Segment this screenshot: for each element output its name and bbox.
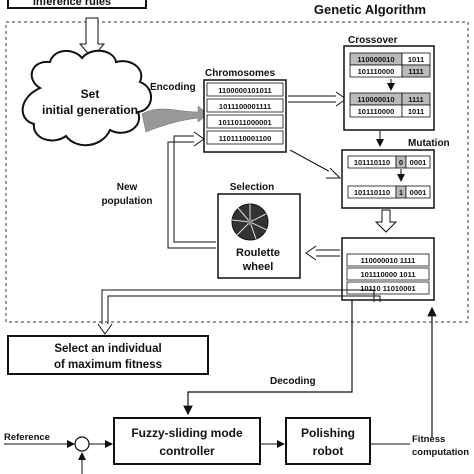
arrow-to-mutation xyxy=(289,149,342,179)
robot-line2: robot xyxy=(313,444,344,458)
mutation-before-bit: 0 xyxy=(399,158,403,167)
controller-box: Fuzzy-sliding mode controller xyxy=(113,417,261,465)
controller-line2: controller xyxy=(159,444,215,458)
arrow-to-select-individual xyxy=(97,289,381,335)
crossover-before-1b: 1011 xyxy=(408,55,424,64)
select-individual-line1: Select an individual xyxy=(54,343,161,355)
offspring-row-1: 110000010 1111 xyxy=(361,256,416,265)
inference-rules-label: inference rules xyxy=(33,0,111,8)
arrow-to-crossover xyxy=(288,91,347,107)
mutation-before-c: 0001 xyxy=(410,158,427,167)
crossover-after-1a: 110000010 xyxy=(357,95,394,104)
chromosome-row-3: 1011011000001 xyxy=(218,118,271,127)
crossover-title: Crossover xyxy=(348,35,398,46)
encoding-arrow: Encoding xyxy=(141,82,209,133)
controller-line1: Fuzzy-sliding mode xyxy=(131,426,243,440)
robot-box: Polishing robot xyxy=(285,417,371,465)
new-population-line1: New xyxy=(117,182,138,193)
fitness-line1: Fitness xyxy=(412,434,445,445)
chromosome-row-1: 1100000101011 xyxy=(218,86,271,95)
select-individual-line2: of maximum fitness xyxy=(54,359,162,371)
selection-line2: wheel xyxy=(242,261,274,273)
arrow-to-selection xyxy=(305,245,340,261)
roulette-wheel-icon xyxy=(231,203,269,241)
selection-line1: Roulette xyxy=(236,247,280,259)
inference-rules-box: inference rules xyxy=(7,0,147,9)
mutation-after-c: 0001 xyxy=(410,188,427,197)
initial-generation-line2: initial generation xyxy=(42,103,138,117)
mutation-box: Mutation 101110110 0 0001 101110110 1 00… xyxy=(341,138,450,209)
offspring-row-2: 101110000 1011 xyxy=(360,270,415,279)
encoding-label: Encoding xyxy=(150,82,196,93)
mutation-after-bit: 1 xyxy=(399,188,403,197)
ga-title: Genetic Algorithm xyxy=(314,2,426,17)
initial-generation-line1: Set xyxy=(81,87,100,101)
crossover-after-2b: 1011 xyxy=(408,107,424,116)
chromosome-row-4: 1101110001100 xyxy=(219,134,272,143)
ga-region xyxy=(5,21,469,323)
crossover-box: Crossover 110000010 1011 101110000 1111 … xyxy=(343,35,435,131)
chromosomes-box: Chromosomes 1100000101011 1011100001111 … xyxy=(203,68,287,153)
mutation-before-a: 101110110 xyxy=(354,158,390,167)
crossover-after-2a: 101110000 xyxy=(358,107,395,116)
fitness-line2: computation xyxy=(412,447,469,458)
chromosomes-title: Chromosomes xyxy=(205,68,275,79)
decoding-label: Decoding xyxy=(270,376,316,387)
crossover-before-1a: 110000010 xyxy=(357,55,394,64)
selection-title: Selection xyxy=(230,182,274,193)
selection-box: Selection Roulette wheel xyxy=(217,182,301,279)
new-population-loop: New population xyxy=(101,131,216,249)
new-population-line2: population xyxy=(101,196,152,207)
decoding-path: Decoding xyxy=(183,300,353,416)
robot-line1: Polishing xyxy=(301,426,355,440)
initial-generation-cloud: Set initial generation xyxy=(21,49,152,146)
summing-junction xyxy=(74,436,90,452)
chromosome-row-2: 1011100001111 xyxy=(219,102,271,111)
mutation-after-a: 101110110 xyxy=(354,188,390,197)
select-individual-box: Select an individual of maximum fitness xyxy=(7,335,209,375)
mutation-title: Mutation xyxy=(408,138,450,149)
crossover-after-1b: 1111 xyxy=(408,95,423,104)
crossover-before-2a: 101110000 xyxy=(358,67,395,76)
offspring-row-3: 10110 11010001 xyxy=(360,284,415,293)
arrow-to-offspring xyxy=(374,209,398,233)
offspring-box: offspring 110000010 1111 101110000 1011 … xyxy=(341,237,435,301)
reference-label: Reference xyxy=(4,432,50,443)
crossover-before-2b: 1111 xyxy=(408,67,423,76)
